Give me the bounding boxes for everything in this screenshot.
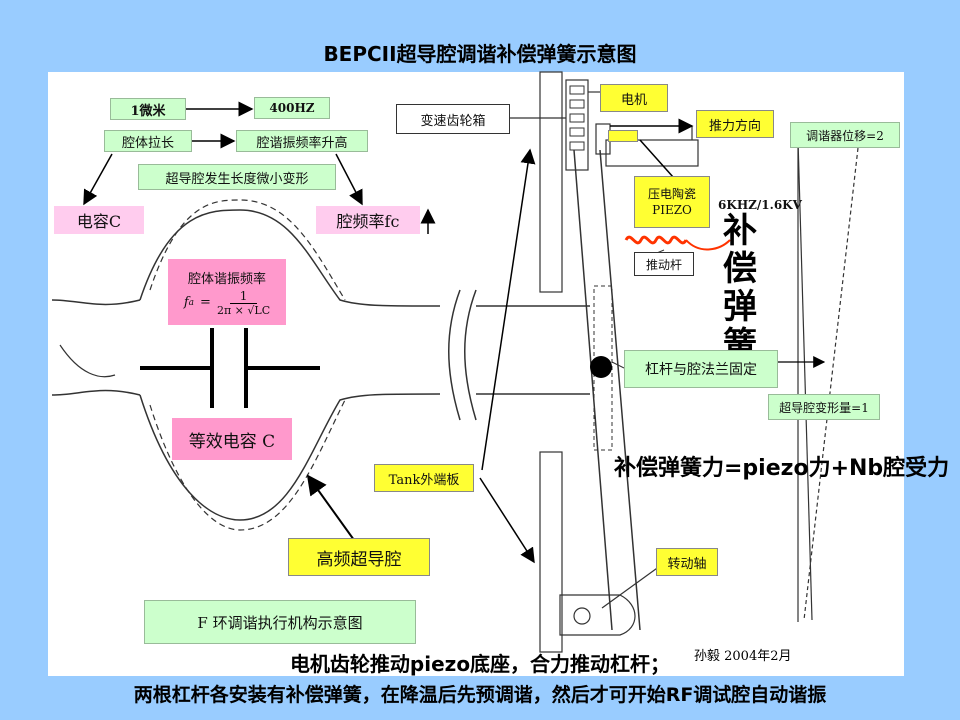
label-shaft: 转动轴: [656, 548, 718, 576]
label-1um: 1微米: [110, 98, 186, 120]
frame-top: [539, 71, 563, 293]
label-cavity-deform: 超导腔变形量=1: [768, 394, 880, 420]
label-lever-fixed: 杠杆与腔法兰固定: [624, 350, 778, 388]
formula-den: 2π × √LC: [216, 303, 271, 317]
comp-force-text: 补偿弹簧力=piezo力+Nb腔受力: [614, 456, 950, 481]
label-hf-cavity: 高频超导腔: [288, 538, 430, 576]
label-equiv-cap: 等效电容 C: [172, 418, 292, 460]
lever-right: [599, 149, 641, 631]
label-tuner-disp: 调谐器位移=2: [790, 122, 900, 148]
label-cavity-stretch: 腔体拉长: [104, 130, 192, 152]
signature: 孙毅 2004年2月: [694, 649, 792, 664]
formula-sub: a: [188, 297, 195, 308]
label-thrust-dir: 推力方向: [696, 110, 774, 138]
pivot-dot: [590, 356, 612, 378]
label-deform: 超导腔发生长度微小变形: [138, 164, 336, 190]
label-400hz: 400HZ: [254, 97, 330, 119]
shaft-circle: [573, 607, 591, 625]
label-motor: 电机: [600, 84, 668, 112]
label-f-ring: F 环调谐执行机构示意图: [144, 600, 416, 644]
cavity-bottom-dashed: [149, 399, 346, 531]
tank-arrow-up: [481, 148, 536, 471]
spring-icon: [624, 235, 688, 245]
label-piezo-spec: 6KHZ/1.6KV: [718, 198, 802, 212]
label-cavity-freq: 腔频率fc: [316, 206, 420, 234]
label-gearbox: 变速齿轮箱: [396, 104, 510, 134]
frame-bottom: [539, 451, 563, 653]
page-title: BEPCII超导腔调谐补偿弹簧示意图: [323, 42, 637, 66]
cavity-top-outer: [139, 209, 441, 307]
bottom-line-1: 电机齿轮推动piezo底座，合力推动杠杆；: [289, 652, 671, 676]
piezo-block: [608, 130, 638, 142]
lever-left: [573, 149, 613, 631]
label-cap-c: 电容C: [54, 206, 144, 234]
arrow-to-cap: [83, 153, 113, 206]
resonance-title: 腔体谐振频率: [187, 271, 266, 287]
arrow-hf-cavity: [306, 474, 355, 541]
disp-dashed: [803, 147, 859, 621]
label-tank: Tank外端板: [374, 464, 474, 492]
formula-num: 1: [229, 289, 258, 304]
label-freq-rise: 腔谐振频率升高: [236, 130, 368, 152]
tank-arrow-down: [479, 477, 535, 564]
bottom-line-2: 两根杠杆各安装有补偿弹簧，在降温后先预调谐，然后才可开始RF调试腔自动谐振: [133, 684, 827, 706]
label-push-rod: 推动杆: [634, 252, 694, 276]
formula-lhs: f: [183, 295, 189, 310]
arrow-to-freq: [335, 153, 363, 206]
label-vertical-spring: 补偿弹簧: [723, 211, 757, 365]
label-piezo: 压电陶瓷 PIEZO: [634, 176, 710, 228]
